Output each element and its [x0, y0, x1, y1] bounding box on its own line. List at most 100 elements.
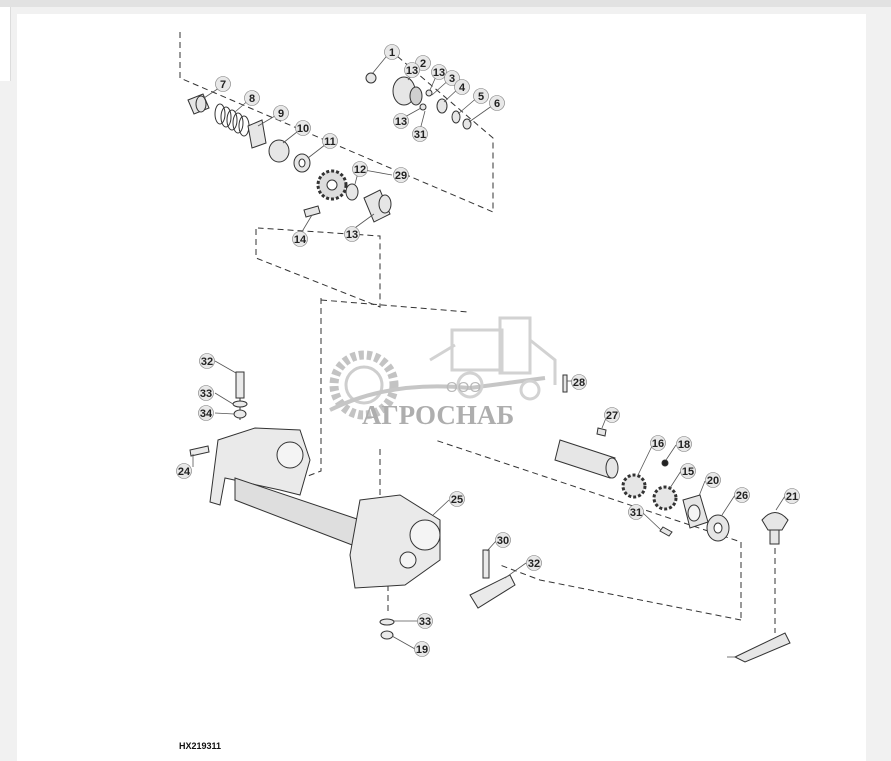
callout-10: 10 — [295, 120, 311, 136]
part-collar-9 — [268, 139, 290, 163]
callout-24: 24 — [176, 463, 192, 479]
callout-number: 13 — [346, 229, 358, 241]
callout-number: 30 — [497, 535, 509, 547]
part-nut-1 — [365, 72, 377, 84]
key-28 — [596, 427, 607, 437]
callout-20: 20 — [705, 472, 721, 488]
callout-13: 13 — [393, 113, 409, 129]
bolt-34 — [189, 445, 210, 457]
callout-bubble — [198, 405, 214, 421]
callout-number: 33 — [200, 388, 212, 400]
callout-7: 7 — [215, 76, 231, 92]
key-16 — [661, 459, 669, 467]
callout-15: 15 — [680, 463, 696, 479]
part-washer-13a — [425, 89, 433, 97]
callout-number: 31 — [414, 129, 426, 141]
grip-26 — [761, 512, 789, 531]
callout-bubble — [414, 641, 430, 657]
bolt-21 — [659, 526, 673, 537]
callout-16: 16 — [650, 435, 666, 451]
callout-bubble — [473, 88, 489, 104]
callout-28: 28 — [571, 374, 587, 390]
sprocket-27 — [621, 473, 647, 499]
main-assembly — [189, 371, 516, 640]
callout-6: 6 — [489, 95, 505, 111]
callout-30: 30 — [495, 532, 511, 548]
callout-25: 25 — [449, 491, 465, 507]
callout-bubble — [604, 407, 620, 423]
callout-bubble — [449, 491, 465, 507]
watermark: ООО АГРОСНАБ — [329, 316, 557, 430]
callout-bubble — [322, 133, 338, 149]
callout-bubble — [412, 126, 428, 142]
callout-number: 4 — [459, 82, 466, 94]
callout-number: 3 — [449, 73, 455, 85]
callout-bubble — [176, 463, 192, 479]
sprocket-18 — [652, 485, 678, 511]
callout-number: 13 — [406, 65, 418, 77]
callout-3: 3 — [444, 70, 460, 86]
bolt-31-lower — [482, 549, 490, 579]
washer-32-top — [232, 400, 248, 408]
callout-bubble — [393, 113, 409, 129]
callout-8: 8 — [244, 90, 260, 106]
part-washer-13b — [419, 103, 427, 111]
assembly-guide-lines — [179, 32, 776, 633]
callout-33: 33 — [198, 385, 214, 401]
callout-bubble — [680, 463, 696, 479]
bolt-31-top — [235, 371, 245, 399]
callout-bubble — [295, 120, 311, 136]
callout-number: 24 — [178, 466, 191, 478]
callout-bubble — [415, 55, 431, 71]
callout-34: 34 — [198, 405, 214, 421]
callout-number: 32 — [201, 356, 213, 368]
callout-number: 7 — [220, 79, 226, 91]
callout-5: 5 — [473, 88, 489, 104]
part-spring-7 — [214, 103, 250, 137]
callout-11: 11 — [322, 133, 338, 149]
callout-number: 8 — [249, 93, 255, 105]
callout-number: 31 — [630, 507, 642, 519]
callout-bubble — [489, 95, 505, 111]
right-housing-24 — [349, 494, 441, 589]
callout-bubble — [393, 167, 409, 183]
callout-number: 16 — [652, 438, 664, 450]
callout-bubble — [784, 488, 800, 504]
washer-32-lower — [379, 618, 395, 626]
callout-bubble — [526, 555, 542, 571]
callout-bubble — [676, 436, 692, 452]
callout-bubble — [273, 105, 289, 121]
part-spacer-29 — [345, 183, 359, 201]
callout-14: 14 — [292, 231, 308, 247]
bracket-30 — [469, 574, 516, 609]
callout-number: 26 — [736, 490, 748, 502]
callout-bubble — [495, 532, 511, 548]
callout-32: 32 — [199, 353, 215, 369]
callout-bubble — [199, 353, 215, 369]
shaft-assembly — [554, 374, 791, 663]
callout-27: 27 — [604, 407, 620, 423]
callout-number: 6 — [494, 98, 500, 110]
nut-33-top — [233, 409, 247, 419]
callout-bubble — [215, 76, 231, 92]
callout-bubble — [571, 374, 587, 390]
watermark-company-name: АГРОСНАБ — [362, 400, 514, 430]
watermark-prefix: ООО — [446, 379, 481, 396]
callout-26: 26 — [734, 487, 750, 503]
callout-bubble — [444, 70, 460, 86]
shaft — [554, 439, 616, 479]
figure-code: HX219311 — [179, 741, 222, 751]
callout-13: 13 — [404, 62, 420, 78]
callout-number: 25 — [451, 494, 463, 506]
callout-19: 19 — [414, 641, 430, 657]
watermark-combine-icon — [429, 316, 557, 401]
callout-number: 13 — [395, 116, 407, 128]
callout-31: 31 — [412, 126, 428, 142]
part-nut-5 — [462, 118, 472, 130]
callout-number: 20 — [707, 475, 719, 487]
part-bearing-3 — [436, 98, 448, 114]
callout-number: 10 — [297, 123, 309, 135]
